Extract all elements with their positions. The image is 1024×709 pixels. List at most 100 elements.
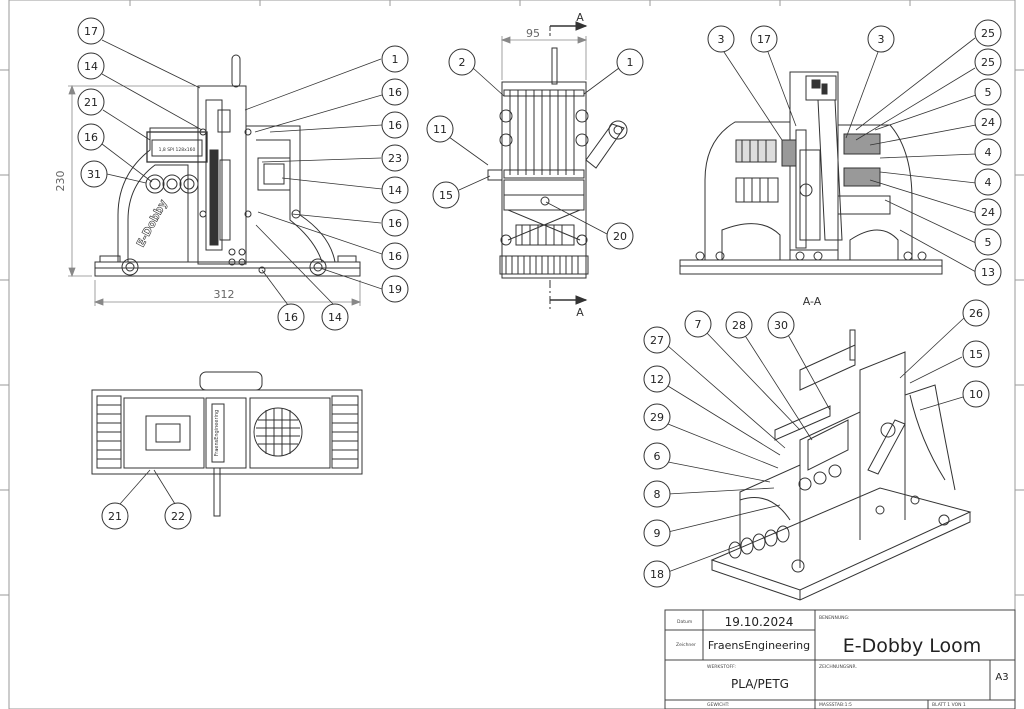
balloon-1: 1 — [381, 45, 409, 73]
sheet-label: BLATT 1 VON 1 — [932, 702, 966, 708]
balloon-17: 17 — [750, 25, 778, 53]
svg-text:14: 14 — [84, 60, 98, 73]
balloon-16: 16 — [381, 111, 409, 139]
section-balloons: 3 17 3 25 25 5 24 4 4 24 5 13 — [707, 19, 1002, 286]
svg-text:16: 16 — [388, 250, 402, 263]
svg-text:23: 23 — [388, 152, 402, 165]
drawn-value: FraensEngineering — [708, 639, 810, 652]
svg-text:5: 5 — [985, 86, 992, 99]
svg-text:7: 7 — [695, 318, 702, 331]
svg-text:31: 31 — [87, 168, 101, 181]
svg-text:19: 19 — [388, 283, 402, 296]
svg-text:1: 1 — [392, 53, 399, 66]
balloon-27: 27 — [643, 326, 671, 354]
svg-text:25: 25 — [981, 27, 995, 40]
svg-text:11: 11 — [433, 123, 447, 136]
svg-text:29: 29 — [650, 411, 664, 424]
balloon-16: 16 — [381, 242, 409, 270]
svg-text:16: 16 — [388, 217, 402, 230]
balloon-12: 10 — [962, 380, 990, 408]
balloon-2: 2 — [448, 48, 476, 76]
balloon-17: 17 — [77, 17, 105, 45]
drawn-label: Zeichner — [676, 642, 696, 648]
front-view — [94, 54, 361, 277]
svg-text:8: 8 — [654, 488, 661, 501]
iso-leaders — [667, 317, 965, 573]
front-leaders — [101, 39, 383, 306]
balloon-11: 11 — [426, 115, 454, 143]
front-dimension-lines — [68, 84, 362, 306]
balloon-4: 4 — [974, 168, 1002, 196]
side-dimension-lines — [500, 36, 588, 80]
section-view — [679, 71, 943, 275]
side-view — [487, 47, 628, 279]
svg-text:16: 16 — [388, 86, 402, 99]
balloon-30: 30 — [767, 311, 795, 339]
svg-text:16: 16 — [284, 311, 298, 324]
balloon-5: 5 — [974, 228, 1002, 256]
section-marker-bottom: A — [576, 306, 584, 319]
weight-label: GEWICHT: — [707, 702, 729, 708]
balloon-28: 28 — [725, 311, 753, 339]
name-label: BENENNUNG: — [819, 615, 850, 621]
drawing-number-label: ZEICHNUNGSNR. — [819, 664, 857, 670]
side-balloons: 2 1 11 15 20 — [426, 48, 644, 250]
svg-text:21: 21 — [108, 510, 122, 523]
balloon-3: 3 — [867, 25, 895, 53]
balloon-6: 6 — [643, 442, 671, 470]
section-line-a — [549, 21, 588, 312]
svg-text:28: 28 — [732, 319, 746, 332]
balloon-1: 1 — [616, 48, 644, 76]
balloon-10: 12 — [643, 365, 671, 393]
balloon-25: 25 — [974, 19, 1002, 47]
svg-text:21: 21 — [84, 96, 98, 109]
svg-text:27: 27 — [650, 334, 664, 347]
top-view — [91, 371, 363, 517]
material-value: PLA/PETG — [731, 677, 789, 691]
section-marker-top: A — [576, 11, 584, 24]
svg-text:17: 17 — [757, 33, 771, 46]
iso-balloons: 27 7 28 30 26 15 10 12 29 6 8 9 18 — [643, 299, 990, 588]
date-value: 19.10.2024 — [725, 615, 794, 629]
svg-text:13: 13 — [981, 266, 995, 279]
balloon-15: 15 — [962, 340, 990, 368]
svg-text:15: 15 — [969, 348, 983, 361]
balloon-31: 31 — [80, 160, 108, 188]
scale-label: MASSSTAB:1:5 — [819, 702, 852, 708]
front-logo-text: E-Dobby — [134, 197, 170, 249]
svg-text:18: 18 — [650, 568, 664, 581]
balloon-8: 8 — [643, 480, 671, 508]
balloon-14: 14 — [77, 52, 105, 80]
svg-text:25: 25 — [981, 56, 995, 69]
balloon-3: 3 — [707, 25, 735, 53]
dimension-depth: 95 — [526, 27, 540, 40]
balloon-14: 14 — [381, 176, 409, 204]
top-leaders — [119, 469, 176, 505]
balloon-7: 7 — [684, 310, 712, 338]
dimension-width: 312 — [214, 288, 235, 301]
balloon-20: 20 — [606, 222, 634, 250]
svg-text:24: 24 — [981, 116, 995, 129]
top-balloons: 21 22 — [101, 502, 192, 530]
side-leaders — [448, 67, 620, 235]
balloon-24: 24 — [974, 108, 1002, 136]
balloon-25: 25 — [974, 48, 1002, 76]
balloon-23: 23 — [381, 144, 409, 172]
section-leaders — [723, 37, 977, 273]
svg-text:9: 9 — [654, 527, 661, 540]
iso-view — [710, 329, 972, 601]
svg-text:24: 24 — [981, 206, 995, 219]
svg-text:6: 6 — [654, 450, 661, 463]
svg-text:30: 30 — [774, 319, 788, 332]
balloon-16: 16 — [381, 209, 409, 237]
svg-text:22: 22 — [171, 510, 185, 523]
balloon-19: 19 — [381, 275, 409, 303]
svg-text:15: 15 — [439, 189, 453, 202]
balloon-26: 26 — [962, 299, 990, 327]
svg-text:5: 5 — [985, 236, 992, 249]
section-label: A-A — [803, 295, 822, 308]
balloon-21: 21 — [77, 88, 105, 116]
balloon-4: 4 — [974, 138, 1002, 166]
balloon-5: 5 — [974, 78, 1002, 106]
